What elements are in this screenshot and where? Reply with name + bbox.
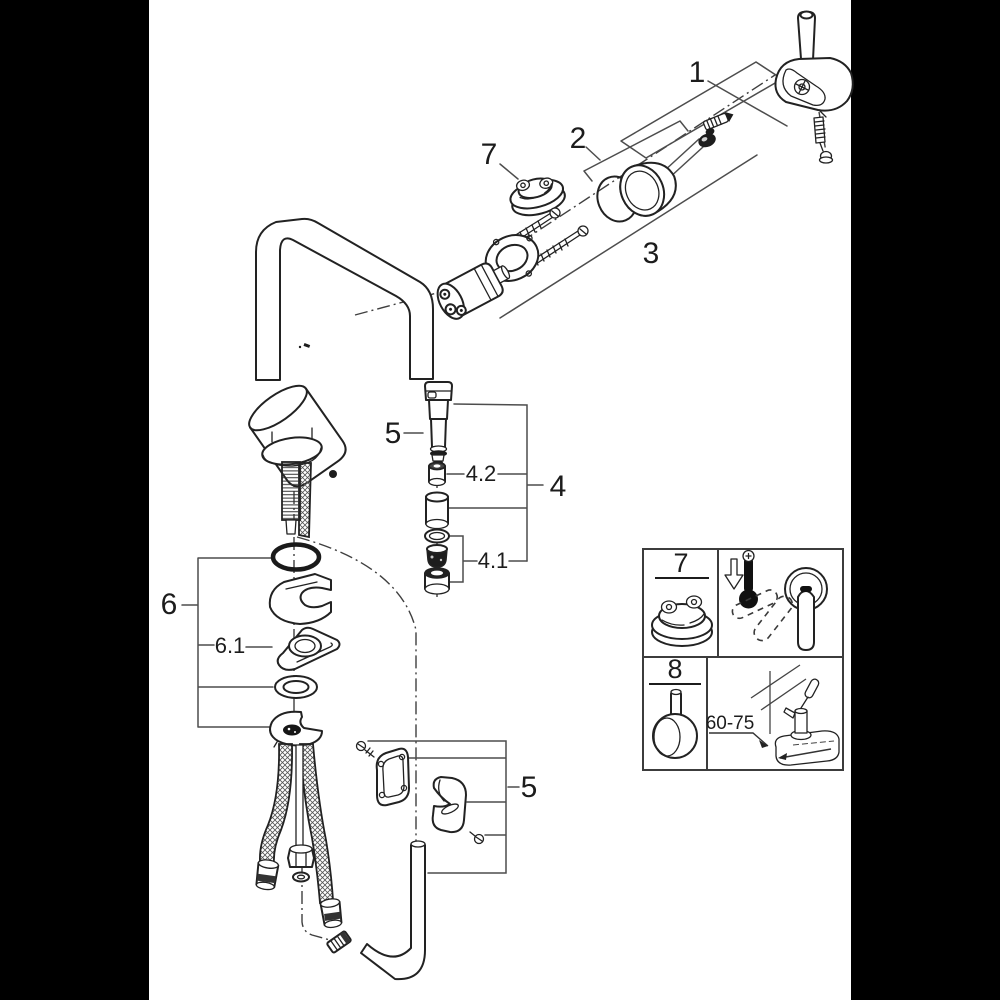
- part-mount-washer: [274, 675, 318, 699]
- part-set-screw: [702, 111, 734, 131]
- part-pullout-hose: [326, 840, 426, 981]
- part-spray-head: [424, 381, 453, 465]
- callout-2: 2: [570, 122, 587, 155]
- part-supply-hoses: [255, 743, 343, 929]
- part-retainer-ring: [424, 567, 450, 595]
- callout-1: 1: [689, 56, 706, 89]
- callout-6-1: 6.1: [215, 633, 246, 658]
- white-page: [149, 0, 851, 1000]
- part-mount-clamp: [269, 710, 323, 748]
- part-adapter-4-2: [428, 461, 446, 487]
- inset-part-7: [651, 577, 713, 647]
- callout-labels: 1 2 7 3 5 4.2 4 4.1 6 6.1 5 7 8 60-75: [161, 56, 755, 804]
- part-check-valve: [426, 544, 448, 568]
- inset-dimension-60-75: 60-75: [706, 713, 755, 734]
- down-arrow-icon: [724, 558, 744, 590]
- callout-6: 6: [161, 588, 178, 621]
- part-mount-o-ring: [270, 542, 322, 572]
- part-dome-cap: [619, 161, 677, 217]
- part-screw-nut: [698, 127, 716, 148]
- part-handle-screw: [813, 116, 834, 164]
- part-temp-limiter: [509, 177, 566, 217]
- part-lever-handle: [774, 10, 854, 118]
- callout-4: 4: [550, 470, 567, 503]
- callout-4-1: 4.1: [478, 548, 509, 573]
- callout-5-spray-head: 5: [385, 417, 402, 450]
- part-washer-4-1: [424, 528, 450, 544]
- callout-5-hose-weight: 5: [521, 771, 538, 804]
- callout-3: 3: [643, 237, 660, 270]
- inset-callout-8: 8: [667, 654, 682, 684]
- inset-callout-7: 7: [673, 548, 688, 578]
- part-faucet-body: [248, 217, 434, 539]
- part-cartridge: [436, 262, 511, 320]
- part-sleeve: [425, 491, 449, 530]
- thermometer-icon: [744, 557, 753, 593]
- inset-dimension-pictogram: [709, 664, 840, 766]
- part-hose-weight: [355, 740, 485, 845]
- inset-box: [642, 548, 844, 771]
- inset-part-8: [649, 683, 701, 759]
- callout-4-2: 4.2: [466, 461, 497, 486]
- part-mount-wedge: [268, 573, 332, 625]
- callout-7: 7: [481, 138, 498, 171]
- inset-temp-pictogram: [724, 549, 828, 651]
- part-mount-bracket-6-1: [276, 626, 341, 671]
